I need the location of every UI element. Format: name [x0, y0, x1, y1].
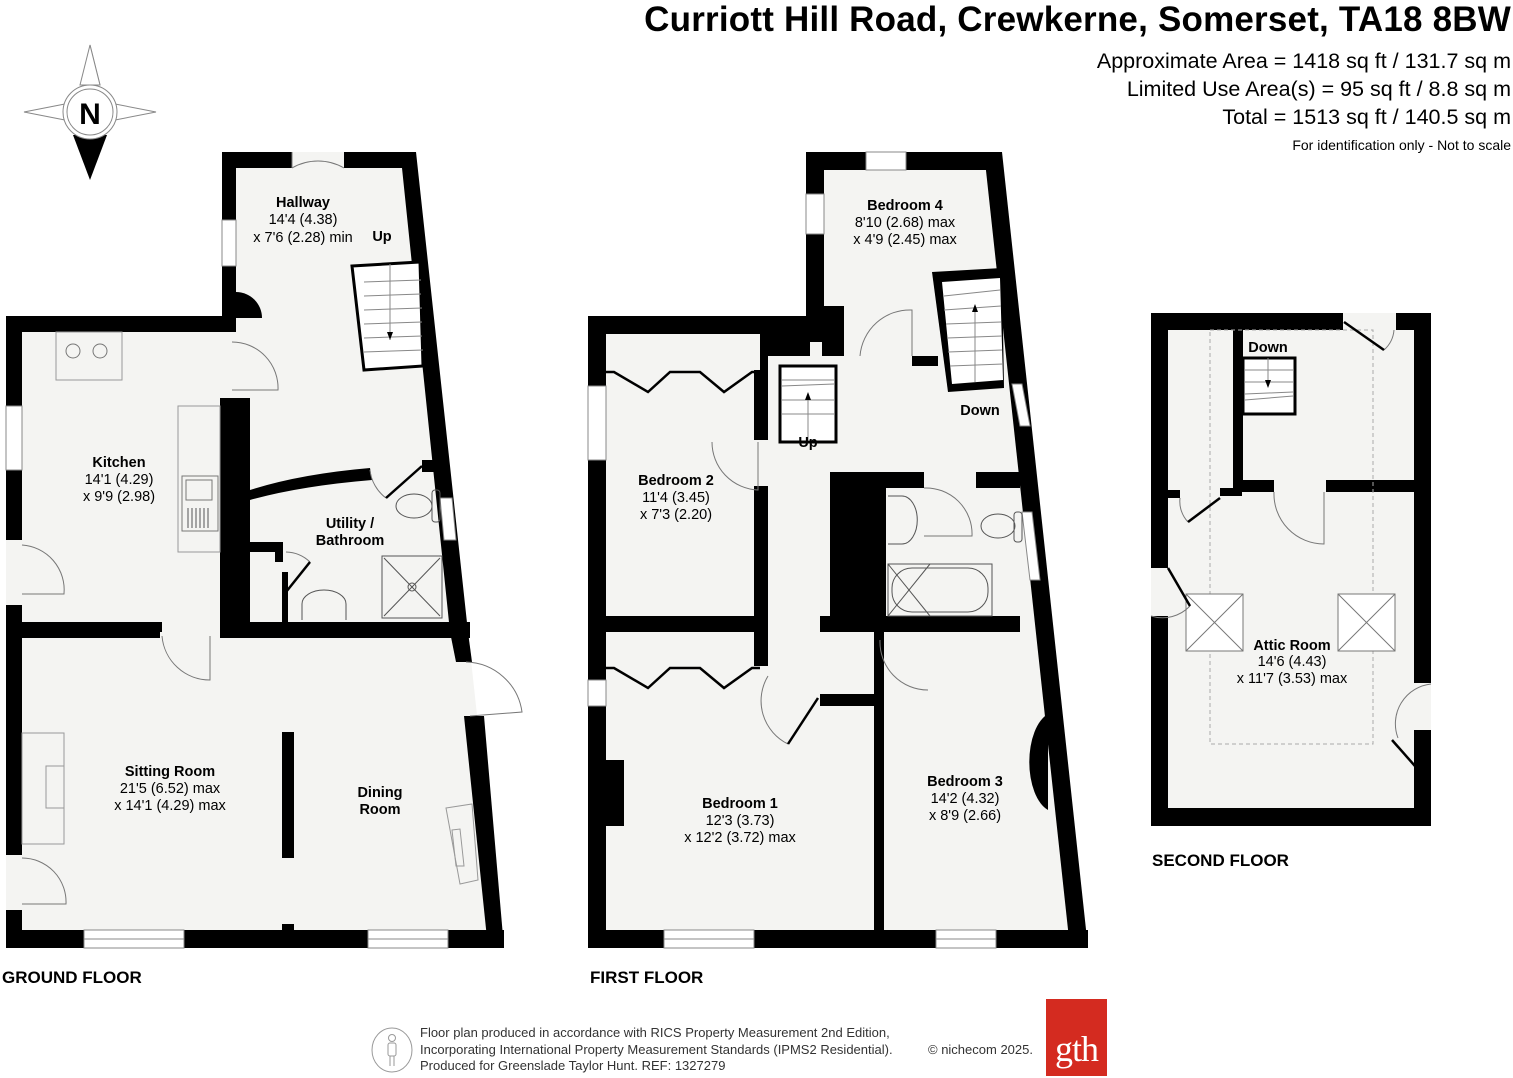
- room-bedroom3-dim1: 14'2 (4.32): [931, 791, 1000, 807]
- ground-stairs-up-label: Up: [372, 229, 391, 245]
- room-dining-name: Dining: [357, 785, 402, 801]
- room-kitchen-dim2: x 9'9 (2.98): [83, 489, 155, 505]
- room-kitchen-dim1: 14'1 (4.29): [85, 472, 154, 488]
- second-floor-plan: Down Attic Room 14'6 (4.43) x 11'7 (3.53…: [1150, 313, 1432, 870]
- gth-logo: gth: [1046, 999, 1107, 1076]
- first-floor-plan: Bedroom 4 8'10 (2.68) max x 4'9 (2.45) m…: [587, 151, 1088, 987]
- first-stairs-up-label: Up: [798, 435, 817, 451]
- ground-floor-label: GROUND FLOOR: [2, 968, 142, 987]
- room-bedroom3-name: Bedroom 3: [927, 774, 1003, 790]
- copyright-notice: © nichecom 2025.: [928, 1042, 1033, 1057]
- room-sitting-dim1: 21'5 (6.52) max: [120, 781, 221, 797]
- room-bedroom4-name: Bedroom 4: [867, 198, 943, 214]
- second-stairs-down-label: Down: [1248, 340, 1287, 356]
- room-bedroom2-dim1: 11'4 (3.45): [642, 490, 710, 506]
- room-dining-name2: Room: [359, 802, 400, 818]
- first-stairs-down-label: Down: [960, 403, 999, 419]
- room-bedroom2-name: Bedroom 2: [638, 473, 714, 489]
- person-icon: [371, 1027, 413, 1073]
- room-sitting-dim2: x 14'1 (4.29) max: [114, 798, 226, 814]
- room-kitchen-name: Kitchen: [92, 455, 145, 471]
- room-attic-dim1: 14'6 (4.43): [1258, 654, 1327, 670]
- property-address-title: Curriott Hill Road, Crewkerne, Somerset,…: [644, 0, 1511, 39]
- room-sitting-name: Sitting Room: [125, 764, 215, 780]
- first-floor-label: FIRST FLOOR: [590, 968, 703, 987]
- compass-label: N: [79, 98, 101, 131]
- room-attic-dim2: x 11'7 (3.53) max: [1237, 671, 1348, 687]
- second-floor-label: SECOND FLOOR: [1152, 851, 1289, 870]
- limited-use-area: Limited Use Area(s) = 95 sq ft / 8.8 sq …: [1126, 77, 1511, 101]
- room-utility-name: Utility /: [326, 516, 374, 532]
- room-hallway-dim1: 14'4 (4.38): [269, 212, 338, 228]
- compass-north-icon: N: [23, 44, 157, 180]
- footer-line-1: Floor plan produced in accordance with R…: [420, 1025, 890, 1040]
- room-bedroom1-name: Bedroom 1: [702, 796, 778, 812]
- room-utility-name2: Bathroom: [316, 533, 384, 549]
- room-bedroom4-dim2: x 4'9 (2.45) max: [853, 232, 957, 248]
- room-bedroom3-dim2: x 8'9 (2.66): [929, 808, 1001, 824]
- room-hallway-dim2: x 7'6 (2.28) min: [253, 230, 352, 246]
- approximate-area: Approximate Area = 1418 sq ft / 131.7 sq…: [1096, 49, 1511, 73]
- room-bedroom1-dim2: x 12'2 (3.72) max: [684, 830, 796, 846]
- total-area: Total = 1513 sq ft / 140.5 sq m: [1222, 105, 1511, 129]
- scale-disclaimer: For identification only - Not to scale: [1292, 137, 1511, 153]
- footer-line-3: Produced for Greenslade Taylor Hunt. REF…: [420, 1058, 726, 1073]
- room-bedroom4-dim1: 8'10 (2.68) max: [855, 215, 956, 231]
- room-bedroom2-dim2: x 7'3 (2.20): [640, 507, 712, 523]
- footer-notes: Floor plan produced in accordance with R…: [420, 1025, 893, 1075]
- room-bedroom1-dim1: 12'3 (3.73): [706, 813, 775, 829]
- footer-line-2: Incorporating International Property Mea…: [420, 1041, 893, 1057]
- ground-floor-plan: Hallway 14'4 (4.38) x 7'6 (2.28) min Up …: [2, 152, 523, 987]
- room-attic-name: Attic Room: [1253, 638, 1330, 654]
- room-hallway-name: Hallway: [276, 195, 330, 211]
